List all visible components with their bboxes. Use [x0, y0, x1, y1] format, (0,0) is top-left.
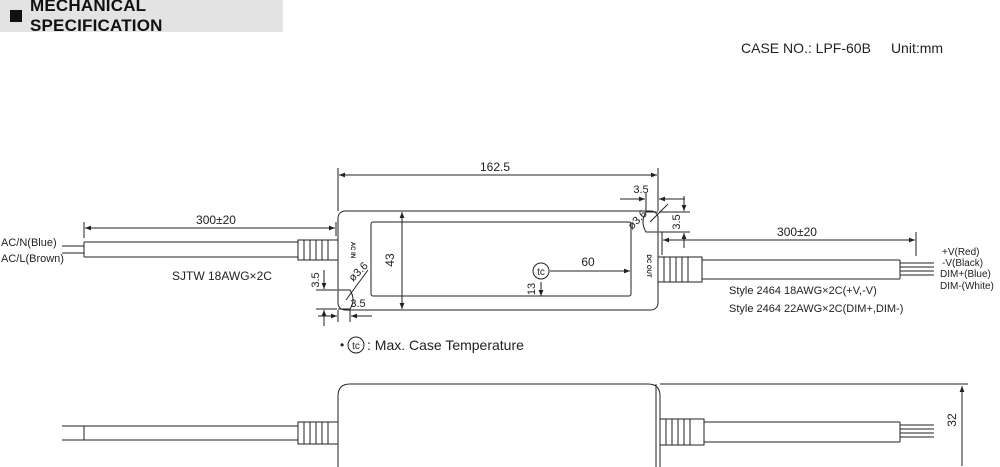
input-cable-length-label: 300±20: [196, 213, 236, 227]
output-wire-label: DIM+(Blue): [940, 269, 991, 280]
mounting-hole-left: [338, 289, 354, 310]
top-view: [62, 168, 934, 326]
dim-60-label: 60: [581, 255, 595, 269]
side-body-outline: [337, 383, 661, 467]
dim-3-5-top-label: 3.5: [633, 184, 648, 196]
input-wire-n-label: AC/N(Blue): [1, 237, 57, 249]
section-title: MECHANICAL SPECIFICATION: [29, 0, 163, 35]
case-info: CASE NO.: LPF-60B Unit:mm: [741, 40, 943, 56]
output-wire-label: -V(Black): [942, 258, 983, 269]
output-wire-label: DIM-(White): [940, 281, 994, 292]
legend-text: : Max. Case Temperature: [367, 337, 524, 353]
section-header: MECHANICAL SPECIFICATION: [0, 0, 283, 35]
case-number: CASE NO.: LPF-60B: [741, 40, 871, 56]
tc-marker: [532, 262, 550, 280]
input-wire-l-label: AC/L(Brown): [1, 253, 64, 265]
unit-label: Unit:mm: [890, 40, 944, 56]
dim-3-5-bottom-label: 3.5: [350, 298, 365, 310]
tc-marker-label: tc: [537, 267, 545, 278]
dim-hole-left-label: ø3.6: [347, 260, 371, 284]
dc-out-label: DC OUT: [645, 255, 651, 278]
dim-height-label: 43: [383, 253, 397, 267]
dim-3-5-right-label: 3.5: [671, 214, 683, 229]
side-height-label: 32: [945, 413, 959, 427]
tc-legend: • tc : Max. Case Temperature: [340, 336, 524, 354]
output-cable-spec-2-label: Style 2464 22AWG×2C(DIM+,DIM-): [729, 303, 903, 315]
output-wire-label: +V(Red): [942, 247, 980, 258]
dim-3-5-left-label: 3.5: [310, 272, 322, 287]
legend-tc-label: tc: [352, 341, 360, 352]
side-view: [62, 383, 968, 467]
dim-length-label: 162.5: [480, 160, 510, 174]
output-cable-spec-1-label: Style 2464 18AWG×2C(+V,-V): [729, 285, 877, 297]
output-cable-length-label: 300±20: [777, 225, 817, 239]
mounting-hole-right: [642, 211, 658, 233]
label-panel: [370, 221, 632, 297]
ac-in-label: AC IN: [349, 242, 355, 258]
legend-bullet: •: [340, 338, 344, 352]
header-square-icon: [10, 10, 22, 22]
dim-13-label: 13: [526, 283, 538, 295]
legend-tc-icon: [347, 336, 365, 354]
input-cable-spec-label: SJTW 18AWG×2C: [172, 269, 272, 283]
